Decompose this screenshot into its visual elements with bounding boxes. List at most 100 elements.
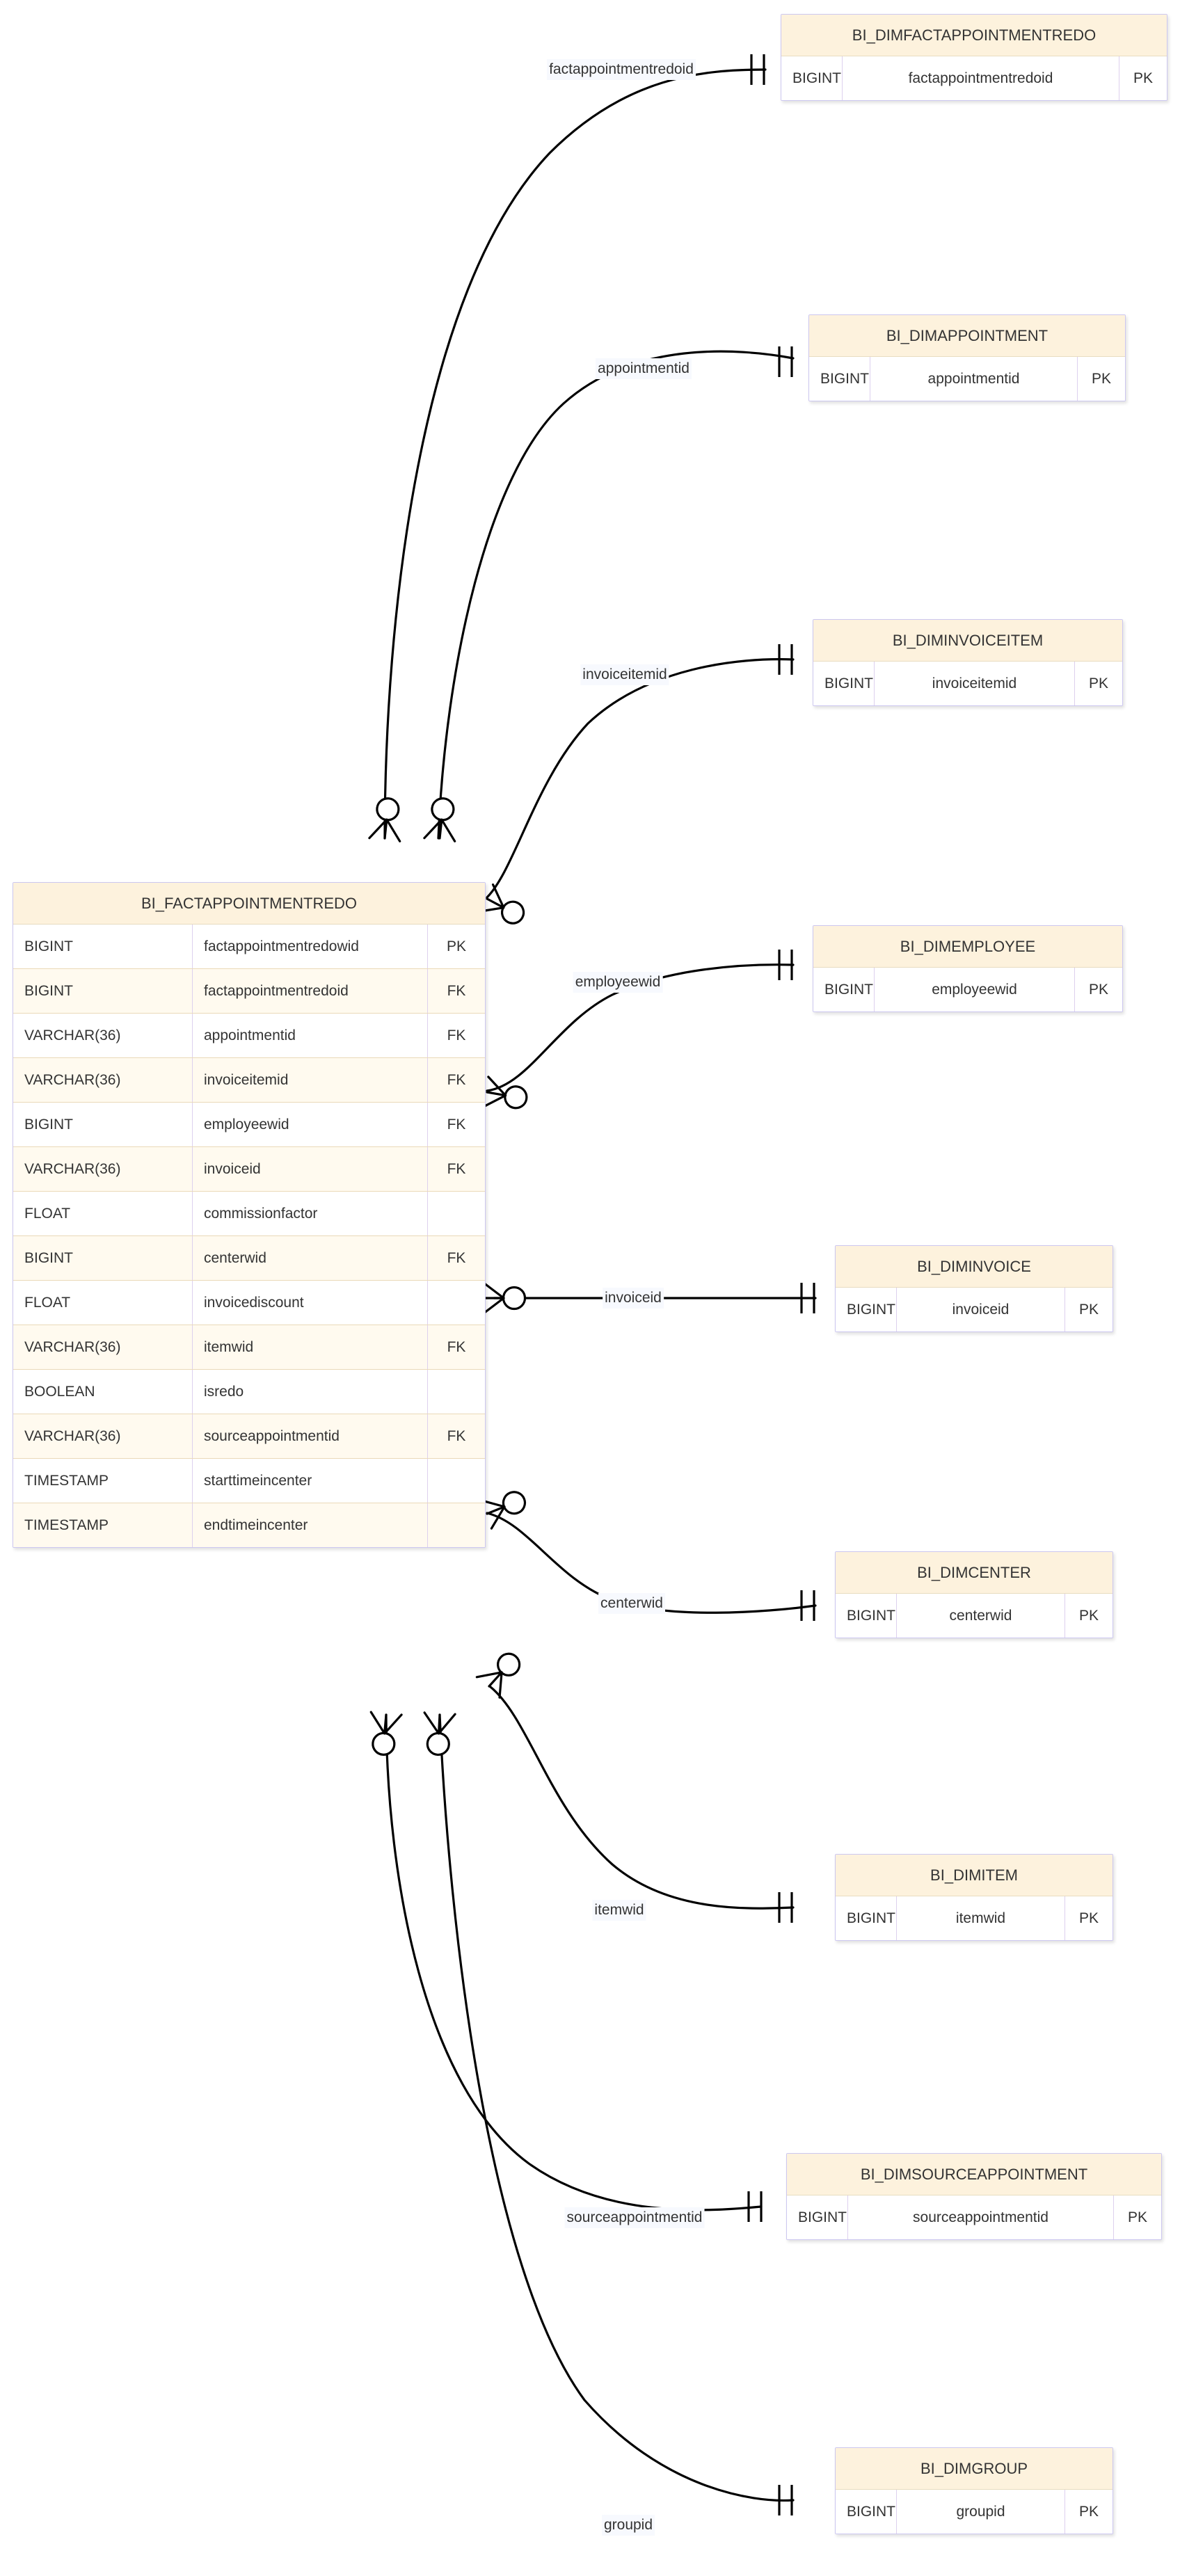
cardinality-exactly-one-dim-factappointmentredo bbox=[750, 54, 765, 85]
cardinality-exactly-one-dim-appointment bbox=[778, 346, 793, 377]
attribute-name: invoiceid bbox=[897, 1288, 1065, 1331]
edge-path-appointmentid bbox=[437, 350, 795, 840]
cardinality-exactly-one-dim-group bbox=[778, 2485, 793, 2515]
attribute-name: centerwid bbox=[897, 1594, 1065, 1638]
attribute-name: itemwid bbox=[193, 1325, 428, 1369]
edge-label-invoiceitemid: invoiceitemid bbox=[580, 664, 669, 685]
attribute-name: sourceappointmentid bbox=[848, 2195, 1114, 2239]
attribute-name: sourceappointmentid bbox=[193, 1414, 428, 1458]
cardinality-zero-or-many-groupid bbox=[423, 1711, 456, 1757]
attribute-name: appointmentid bbox=[193, 1014, 428, 1057]
attribute-type: BIGINT bbox=[13, 925, 193, 968]
attribute-type: BIGINT bbox=[836, 2490, 897, 2534]
attribute-key: PK bbox=[1133, 70, 1153, 86]
attribute-type: BIGINT bbox=[836, 1896, 897, 1940]
entity-title-bi-dimfactappointmentredo: BI_DIMFACTAPPOINTMENTREDO bbox=[781, 15, 1167, 56]
attribute-name: endtimeincenter bbox=[193, 1503, 428, 1547]
attribute-type: BIGINT bbox=[13, 1103, 193, 1146]
attribute-key: PK bbox=[1088, 675, 1108, 691]
attribute-key: FK bbox=[447, 983, 466, 999]
attribute-key: FK bbox=[447, 1027, 466, 1043]
edge-label-appointmentid: appointmentid bbox=[596, 358, 692, 379]
attribute-type: BIGINT bbox=[809, 357, 870, 401]
attribute-key: PK bbox=[1088, 982, 1108, 998]
entity-title-bi-dimgroup: BI_DIMGROUP bbox=[836, 2448, 1113, 2490]
edge-label-sourceappointmentid: sourceappointmentid bbox=[564, 2207, 705, 2228]
attribute-type: FLOAT bbox=[13, 1281, 193, 1325]
attribute-name: invoiceid bbox=[193, 1147, 428, 1191]
cardinality-zero-or-many-appointmentid bbox=[423, 797, 456, 842]
attribute-key: PK bbox=[1078, 1608, 1099, 1624]
attribute-row: VARCHAR(36)appointmentid FK bbox=[13, 1014, 485, 1058]
attribute-name: centerwid bbox=[193, 1236, 428, 1280]
attribute-key: PK bbox=[1078, 1910, 1099, 1926]
entity-title-bi-dimemployee: BI_DIMEMPLOYEE bbox=[813, 926, 1122, 968]
attribute-key: FK bbox=[447, 1428, 466, 1444]
attribute-name: invoicediscount bbox=[193, 1281, 428, 1325]
attribute-type: VARCHAR(36) bbox=[13, 1414, 193, 1458]
attribute-key: FK bbox=[447, 1161, 466, 1177]
attribute-name: factappointmentredoid bbox=[193, 969, 428, 1013]
attribute-name: employeewid bbox=[875, 968, 1075, 1011]
attribute-key: PK bbox=[1078, 1302, 1099, 1318]
attribute-name: groupid bbox=[897, 2490, 1065, 2534]
cardinality-exactly-one-dim-sourceappointment bbox=[747, 2191, 763, 2222]
attribute-type: VARCHAR(36) bbox=[13, 1058, 193, 1102]
attribute-row: VARCHAR(36)sourceappointmentid FK bbox=[13, 1414, 485, 1459]
edge-path-factappointmentredoid bbox=[383, 68, 767, 840]
attribute-type: TIMESTAMP bbox=[13, 1503, 193, 1547]
edge-label-itemwid: itemwid bbox=[592, 1900, 646, 1921]
entity-title-bi-diminvoice: BI_DIMINVOICE bbox=[836, 1246, 1113, 1288]
edge-label-groupid: groupid bbox=[601, 2515, 655, 2536]
cardinality-zero-or-many-centerwid bbox=[479, 1491, 527, 1530]
attribute-name: starttimeincenter bbox=[193, 1459, 428, 1503]
edge-path-groupid bbox=[438, 1713, 795, 2502]
edge-path-sourceappointmentid bbox=[385, 1713, 763, 2211]
attribute-type: FLOAT bbox=[13, 1192, 193, 1235]
attribute-key: PK bbox=[446, 938, 466, 954]
attribute-name: itemwid bbox=[897, 1896, 1065, 1940]
attribute-key: PK bbox=[1127, 2209, 1147, 2225]
cardinality-zero-or-many-invoiceid bbox=[482, 1281, 527, 1315]
attribute-type: BIGINT bbox=[787, 2195, 848, 2239]
attribute-name: commissionfactor bbox=[193, 1192, 428, 1235]
attribute-key: FK bbox=[447, 1117, 466, 1133]
attribute-key bbox=[428, 1281, 485, 1325]
attribute-type: VARCHAR(36) bbox=[13, 1014, 193, 1057]
attribute-key: FK bbox=[447, 1250, 466, 1266]
edge-label-centerwid: centerwid bbox=[598, 1593, 665, 1614]
cardinality-exactly-one-dim-item bbox=[778, 1892, 793, 1923]
edge-path-invoiceitemid bbox=[486, 658, 795, 899]
